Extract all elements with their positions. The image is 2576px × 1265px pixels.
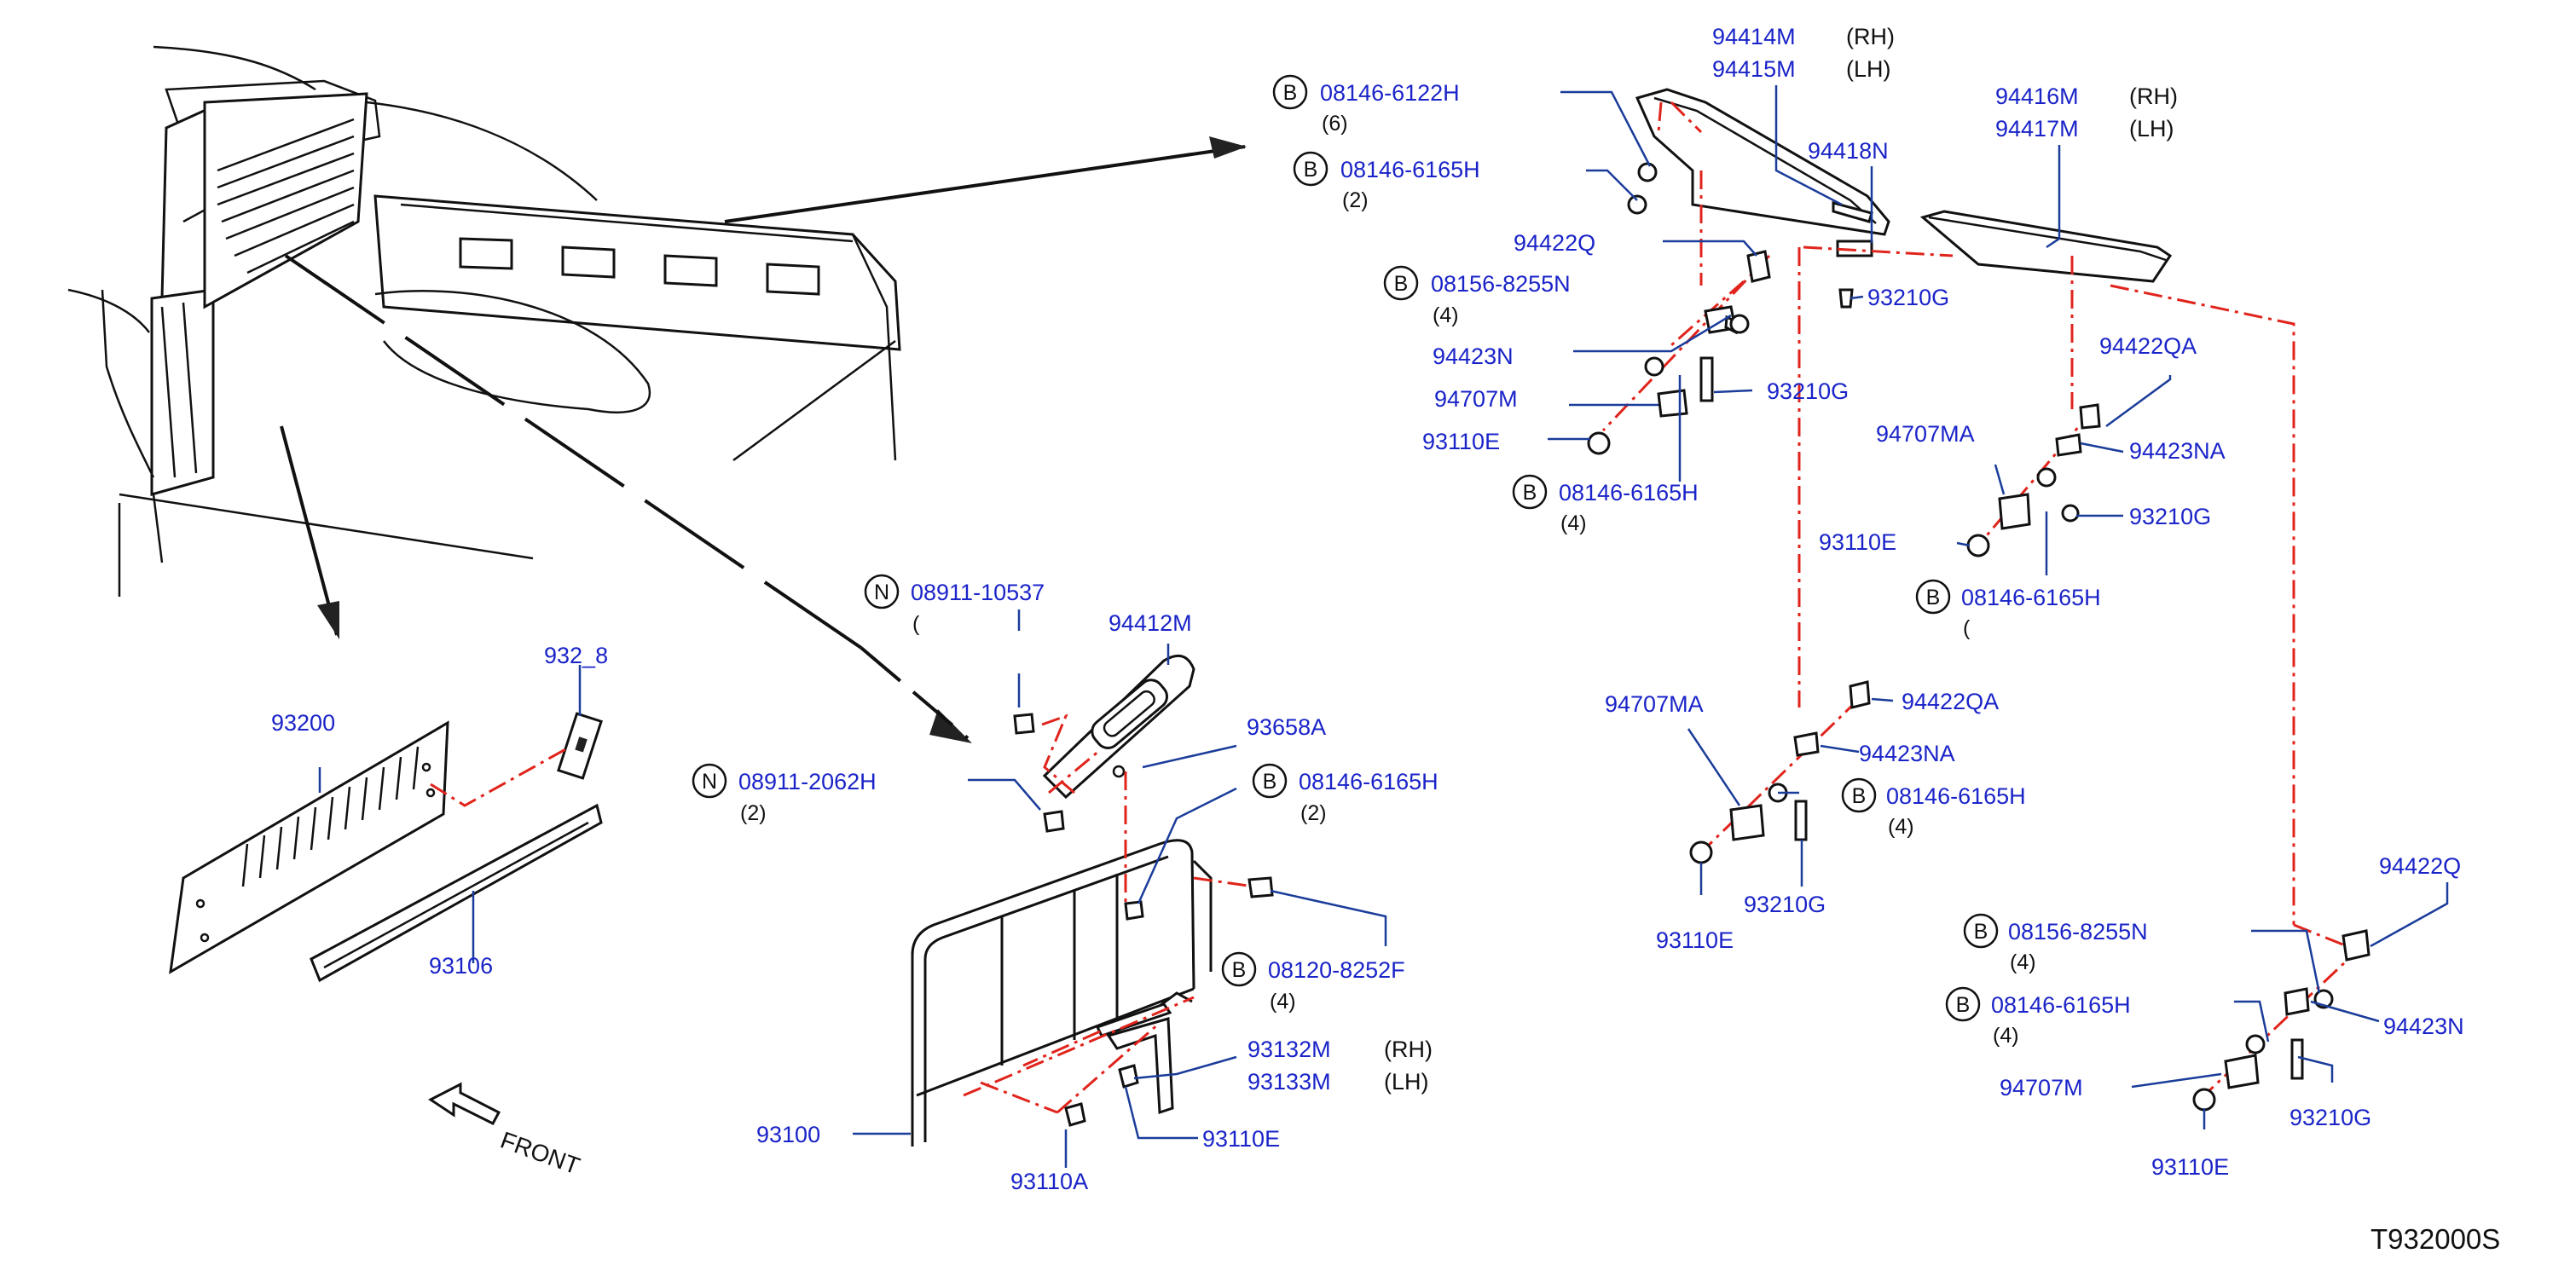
qty-08146-6165h: (4) [1888,815,1914,839]
callout-93210g: 93210G [2129,504,2211,529]
callout-93200: 93200 [271,710,335,736]
callout-94416m: 94416M [1995,84,2079,109]
bolt-symbol: B [1232,958,1247,982]
callout-94707ma: 94707MA [1876,421,1975,447]
callout-08146-6165h: 08146-6165H [1991,992,2131,1018]
side-lh: (LH) [1846,56,1891,82]
leader-lines [318,85,2449,1168]
protector-panel-group [169,712,603,983]
callout-08146-6165h: 08146-6165H [1299,769,1439,794]
callout-93132m: 93132M [1247,1037,1331,1062]
callout-08156-8255n: 08156-8255N [2008,919,2148,944]
bolt-symbol: B [1394,272,1409,296]
diagram-id: T932000S [2370,1223,2500,1255]
front-label: FRONT [497,1127,583,1180]
bolt-symbol: B [1283,81,1298,105]
callout-93210g: 93210G [1767,378,1849,404]
callout-08146-6165h: 08146-6165H [1559,480,1699,505]
bolt-symbol: B [1974,920,1988,944]
callout-94414m: 94414M [1712,24,1796,49]
callout-94422q: 94422Q [1514,230,1595,256]
qty-08911-10537: ( [912,612,920,636]
callout-08146-6165h: 08146-6165H [1340,157,1480,182]
callout-93100: 93100 [756,1122,820,1147]
callout-93210g: 93210G [1744,892,1826,917]
cap-cover-group [1013,654,1195,904]
fastener-assembly-c [1689,680,1871,864]
qty-08146-6165h: ( [1963,616,1971,640]
callout-94418n: 94418N [1808,138,1889,164]
callout-94423n: 94423N [2383,1014,2464,1039]
callout-932-8: 932_8 [544,643,608,668]
callout-08911-2062h: 08911-2062H [738,769,877,794]
qty-08146-6165h: (2) [1342,188,1369,212]
callout-94423na: 94423NA [2129,438,2226,464]
callout-93133m: 93133M [1247,1069,1331,1095]
callout-94422qa: 94422QA [1902,689,1999,714]
qty-08146-6122h: (6) [1322,112,1348,136]
qty-08146-6165h: (4) [1993,1024,2019,1048]
bolt-symbol: B [1523,481,1537,505]
callout-93106: 93106 [429,953,493,979]
callout-94412m: 94412M [1109,610,1192,636]
qty-08911-2062h: (2) [740,801,767,825]
callout-08146-6165h: 08146-6165H [1886,783,2026,809]
callout-08146-6165h: 08146-6165H [1961,585,2101,610]
callout-93110a: 93110A [1010,1169,1088,1194]
side-lh: (LH) [1384,1069,1429,1095]
callout-94415m: 94415M [1712,56,1796,82]
side-lh: (LH) [2129,116,2174,142]
qty-08146-6165h: (2) [1300,801,1327,825]
callout-08146-6122h: 08146-6122H [1320,80,1460,106]
nut-symbol: N [874,581,889,604]
callout-93658a: 93658A [1247,714,1326,740]
side-rh: (RH) [1846,24,1895,49]
callout-08120-8252f: 08120-8252F [1268,957,1405,983]
callout-93110e: 93110E [1819,529,1896,555]
callout-94423na: 94423NA [1859,741,1955,766]
front-indicator: FRONT [428,1082,583,1180]
fastener-assembly-b [1966,403,2101,557]
side-rh: (RH) [1384,1037,1433,1062]
callout-94417m: 94417M [1995,116,2079,142]
callout-93110e: 93110E [1656,927,1734,953]
headache-rack-group [911,839,1274,1147]
overview-arrows [280,136,1247,743]
bolt-symbol: B [1926,586,1941,609]
side-rh: (RH) [2129,84,2178,109]
fastener-assembly-d [2192,923,2370,1112]
bolt-symbol: B [1852,784,1867,808]
callout-94423n: 94423N [1433,344,1514,369]
callout-94707m: 94707M [1434,386,1518,412]
callout-93210g: 93210G [2289,1105,2371,1130]
fastener-assembly-a [1587,162,1854,455]
qty-08156-8255n: (4) [2010,950,2036,974]
callout-93110e: 93110E [2151,1154,2229,1180]
nut-symbol: N [702,770,717,794]
side-rail-group [1635,88,2295,925]
truck-bed-illustration [67,45,901,597]
callout-93110e: 93110E [1422,429,1500,454]
callout-08911-10537: 08911-10537 [911,580,1045,605]
callout-94707ma: 94707MA [1605,691,1704,717]
bolt-symbol: B [1304,158,1318,182]
bolt-symbol: B [1956,993,1971,1017]
callout-94707m: 94707M [2000,1075,2083,1100]
qty-08146-6165h: (4) [1560,511,1587,535]
callout-94422q: 94422Q [2379,853,2461,879]
callout-08156-8255n: 08156-8255N [1431,271,1571,297]
circled-letter-symbols: B B B B B B B B B B N N [692,74,1999,1022]
qty-08156-8255n: (4) [1433,303,1459,327]
callout-93110e: 93110E [1202,1126,1280,1152]
callout-94422qa: 94422QA [2099,333,2197,359]
qty-08120-8252f: (4) [1270,990,1296,1014]
callout-93210g: 93210G [1867,285,1949,310]
bolt-symbol: B [1263,770,1277,794]
